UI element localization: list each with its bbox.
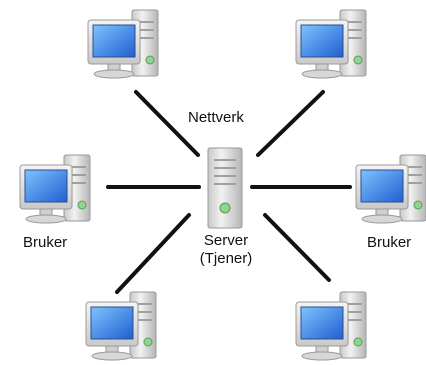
right-client-label: Bruker xyxy=(367,234,412,251)
left-client-label: Bruker xyxy=(23,234,68,251)
link-bottom-left xyxy=(115,213,191,294)
desktop-computer-icon xyxy=(85,291,157,361)
client-right xyxy=(355,154,426,224)
desktop-computer-icon xyxy=(295,291,367,361)
network-label: Nettverk xyxy=(188,109,244,126)
desktop-computer-icon xyxy=(295,9,367,79)
network-links xyxy=(106,90,352,294)
client-bottom-left xyxy=(85,291,157,361)
desktop-computer-icon xyxy=(355,154,426,224)
desktop-computer-icon xyxy=(87,9,159,79)
server-label: Server (Tjener) xyxy=(186,232,266,268)
server-node xyxy=(207,147,243,229)
client-top-right xyxy=(295,9,367,79)
client-bottom-right xyxy=(295,291,367,361)
server-tower-icon xyxy=(207,147,243,229)
client-left xyxy=(19,154,91,224)
link-top-right xyxy=(256,90,325,157)
client-top-left xyxy=(87,9,159,79)
link-bottom-right xyxy=(263,213,331,282)
server-label-line1: Server xyxy=(203,232,249,249)
desktop-computer-icon xyxy=(19,154,91,224)
link-top-left xyxy=(134,90,200,157)
server-label-line2: (Tjener) xyxy=(199,250,253,267)
